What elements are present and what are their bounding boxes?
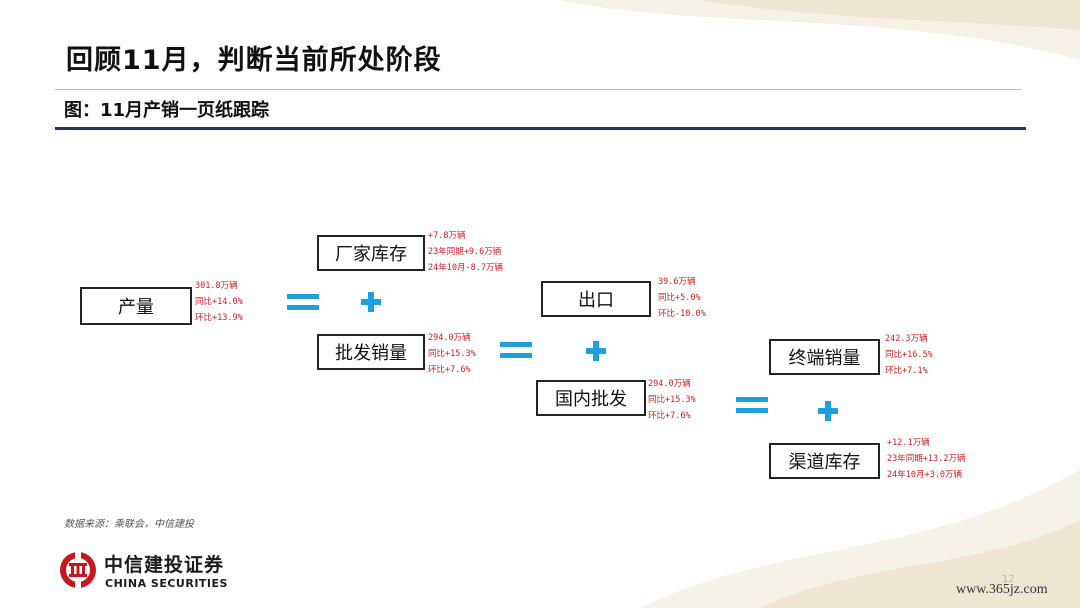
- wholesale-note: 294.0万辆: [428, 333, 471, 343]
- header-rule: [55, 127, 1026, 130]
- production-note: 同比+14.0%: [195, 297, 243, 307]
- domestic-wholesale-label: 国内批发: [555, 389, 627, 410]
- production-box: 产量: [80, 287, 192, 325]
- watermark-text: www.365jz.com: [956, 582, 1048, 597]
- logo-chinese-name: 中信建投证券: [104, 554, 225, 576]
- factory-inventory-note: 23年同期+9.6万辆: [428, 247, 502, 257]
- export-note: 同比+5.0%: [658, 293, 701, 303]
- retail-box: 终端销量: [769, 339, 880, 375]
- retail-note: 同比+16.5%: [885, 350, 933, 360]
- citic-logo-icon: [60, 552, 96, 588]
- export-label: 出口: [578, 290, 614, 311]
- domestic-wholesale-note: 环比+7.6%: [648, 411, 691, 421]
- factory-inventory-box: 厂家库存: [317, 235, 425, 271]
- export-box: 出口: [541, 281, 651, 317]
- wholesale-label: 批发销量: [335, 343, 407, 364]
- domestic-wholesale-box: 国内批发: [536, 380, 646, 416]
- production-label: 产量: [118, 297, 154, 318]
- production-note: 301.8万辆: [195, 281, 238, 291]
- retail-notes: 242.3万辆 同比+16.5% 环比+7.1%: [885, 331, 933, 379]
- page-number: 12: [1002, 574, 1015, 585]
- page-title: 回顾11月，判断当前所处阶段: [66, 45, 442, 76]
- logo-english-name: CHINA SECURITIES: [105, 577, 228, 590]
- factory-inventory-label: 厂家库存: [335, 244, 407, 265]
- equals-operator: [736, 397, 768, 413]
- domestic-wholesale-note: 同比+15.3%: [648, 395, 696, 405]
- equals-operator: [287, 294, 319, 310]
- retail-note: 242.3万辆: [885, 334, 928, 344]
- wholesale-notes: 294.0万辆 同比+15.3% 环比+7.6%: [428, 330, 476, 378]
- channel-inventory-note: 24年10月+3.0万辆: [887, 470, 962, 480]
- factory-inventory-note: 24年10月-8.7万辆: [428, 263, 503, 273]
- export-notes: 39.6万辆 同比+5.0% 环比-10.0%: [658, 274, 706, 322]
- wholesale-box: 批发销量: [317, 334, 425, 370]
- plus-operator: [818, 401, 838, 421]
- plus-operator: [586, 341, 606, 361]
- equals-operator: [500, 342, 532, 358]
- company-logo: 中信建投证券 CHINA SECURITIES: [58, 550, 248, 594]
- production-notes: 301.8万辆 同比+14.0% 环比+13.9%: [195, 278, 243, 326]
- channel-inventory-label: 渠道库存: [788, 452, 861, 473]
- factory-inventory-note: +7.8万辆: [428, 231, 466, 241]
- retail-label: 终端销量: [788, 348, 861, 369]
- channel-inventory-note: +12.1万辆: [887, 438, 930, 448]
- wholesale-note: 同比+15.3%: [428, 349, 476, 359]
- factory-inventory-notes: +7.8万辆 23年同期+9.6万辆 24年10月-8.7万辆: [428, 228, 503, 276]
- retail-note: 环比+7.1%: [885, 366, 928, 376]
- data-source-note: 数据来源：乘联会，中信建投: [64, 519, 194, 530]
- title-divider: [55, 89, 1021, 90]
- channel-inventory-notes: +12.1万辆 23年同期+13.2万辆 24年10月+3.0万辆: [887, 435, 965, 483]
- domestic-wholesale-notes: 294.0万辆 同比+15.3% 环比+7.6%: [648, 376, 696, 424]
- figure-caption: 图：11月产销一页纸跟踪: [64, 100, 270, 121]
- production-note: 环比+13.9%: [195, 313, 243, 323]
- channel-inventory-box: 渠道库存: [769, 443, 880, 479]
- export-note: 环比-10.0%: [658, 309, 706, 319]
- wholesale-note: 环比+7.6%: [428, 365, 471, 375]
- domestic-wholesale-note: 294.0万辆: [648, 379, 691, 389]
- channel-inventory-note: 23年同期+13.2万辆: [887, 454, 966, 464]
- plus-operator: [361, 292, 381, 312]
- export-note: 39.6万辆: [658, 277, 696, 287]
